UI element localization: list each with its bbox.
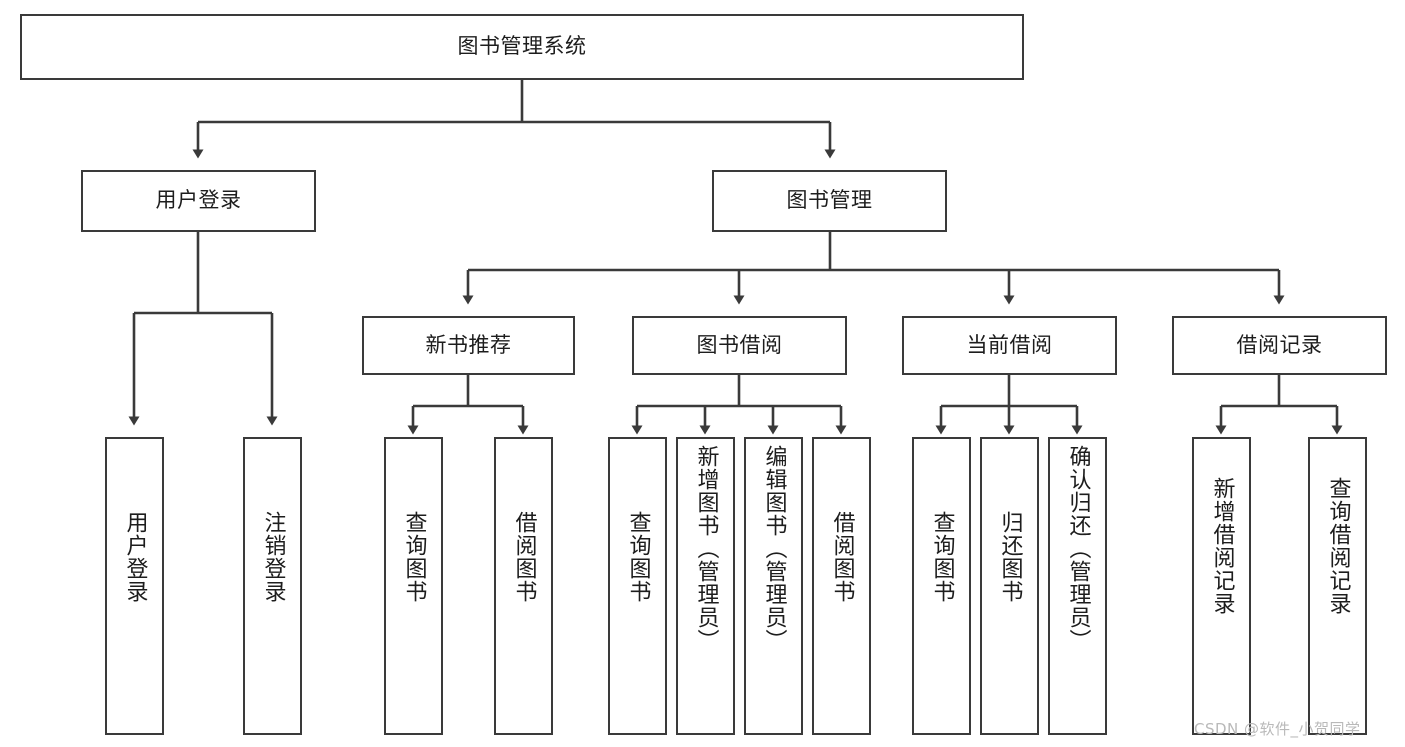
node-leaf-logout[interactable]: 注销登录 [243, 437, 302, 735]
node-root[interactable]: 图书管理系统 [20, 14, 1024, 80]
node-leaf-query-book-3[interactable]: 查询图书 [912, 437, 971, 735]
node-leaf-confirm-return-label: 确认归还（管理员） [1065, 445, 1091, 652]
node-leaf-borrow-book-2[interactable]: 借阅图书 [812, 437, 871, 735]
edge-group-new-book-recommend [407, 375, 529, 435]
node-leaf-query-record[interactable]: 查询借阅记录 [1308, 437, 1367, 735]
edge-group-book-borrow [631, 375, 847, 435]
node-leaf-add-book[interactable]: 新增图书（管理员） [676, 437, 735, 735]
node-current-borrow-label: 当前借阅 [966, 332, 1053, 357]
node-leaf-borrow-book-1-label: 借阅图书 [511, 511, 537, 603]
edge-group-borrow-record [1215, 375, 1343, 435]
node-leaf-add-record[interactable]: 新增借阅记录 [1192, 437, 1251, 735]
node-leaf-return-book[interactable]: 归还图书 [980, 437, 1039, 735]
node-current-borrow[interactable]: 当前借阅 [902, 316, 1117, 375]
node-leaf-edit-book-label: 编辑图书（管理员） [761, 445, 787, 652]
node-book-borrow[interactable]: 图书借阅 [632, 316, 847, 375]
node-book-management-label: 图书管理 [786, 188, 873, 213]
node-leaf-add-record-label: 新增借阅记录 [1209, 477, 1235, 615]
node-borrow-record[interactable]: 借阅记录 [1172, 316, 1387, 375]
edge-group-book-management [462, 232, 1285, 305]
node-leaf-user-login-label: 用户登录 [122, 511, 148, 603]
node-leaf-query-book-3-label: 查询图书 [929, 511, 955, 603]
edge-group-user-login [128, 232, 278, 426]
node-leaf-query-book-2-label: 查询图书 [625, 511, 651, 603]
node-leaf-borrow-book-1[interactable]: 借阅图书 [494, 437, 553, 735]
edge-group-root [192, 80, 836, 159]
node-user-login-label: 用户登录 [155, 188, 242, 213]
node-leaf-query-book-2[interactable]: 查询图书 [608, 437, 667, 735]
node-leaf-return-book-label: 归还图书 [997, 511, 1023, 603]
node-new-book-recommend[interactable]: 新书推荐 [362, 316, 575, 375]
node-leaf-query-book-1[interactable]: 查询图书 [384, 437, 443, 735]
node-leaf-query-record-label: 查询借阅记录 [1325, 477, 1351, 615]
node-root-label: 图书管理系统 [457, 34, 587, 59]
edge-group-current-borrow [935, 375, 1083, 435]
node-leaf-confirm-return[interactable]: 确认归还（管理员） [1048, 437, 1107, 735]
node-leaf-query-book-1-label: 查询图书 [401, 511, 427, 603]
csdn-watermark: CSDN @软件_小贺同学 [1194, 720, 1361, 738]
node-user-login[interactable]: 用户登录 [81, 170, 316, 232]
node-leaf-logout-label: 注销登录 [260, 511, 286, 603]
node-leaf-user-login[interactable]: 用户登录 [105, 437, 164, 735]
node-leaf-edit-book[interactable]: 编辑图书（管理员） [744, 437, 803, 735]
node-leaf-borrow-book-2-label: 借阅图书 [829, 511, 855, 603]
node-new-book-recommend-label: 新书推荐 [425, 332, 512, 357]
node-book-borrow-label: 图书借阅 [696, 332, 783, 357]
node-book-management[interactable]: 图书管理 [712, 170, 947, 232]
node-leaf-add-book-label: 新增图书（管理员） [693, 445, 719, 652]
node-borrow-record-label: 借阅记录 [1236, 332, 1323, 357]
